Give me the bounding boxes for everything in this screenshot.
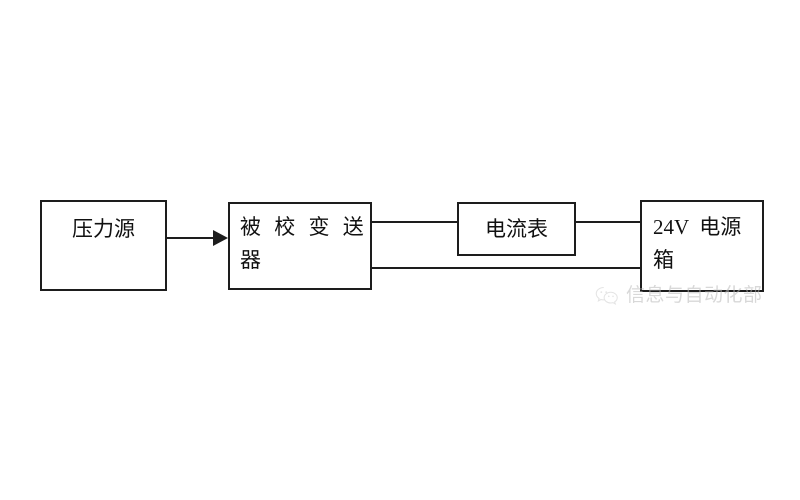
block-transmitter-label: 被 校 变 送 器 — [240, 215, 377, 272]
arrow-head-icon — [213, 230, 228, 246]
connector-source-to-transmitter — [167, 237, 215, 239]
block-power-supply-label: 24V 电源箱 — [653, 215, 742, 272]
block-pressure-source-label: 压力源 — [72, 217, 135, 241]
block-ammeter-label: 电流表 — [485, 217, 548, 241]
block-24v-power-supply: 24V 电源箱 — [640, 200, 764, 292]
connector-transmitter-to-ammeter — [371, 221, 458, 223]
wechat-logo-icon — [595, 286, 618, 305]
block-pressure-source: 压力源 — [40, 200, 167, 291]
block-ammeter: 电流表 — [457, 202, 576, 256]
connector-ammeter-to-power-supply — [575, 221, 641, 223]
connector-transmitter-to-power-supply — [371, 267, 641, 269]
block-transmitter-under-calibration: 被 校 变 送 器 — [228, 202, 372, 290]
